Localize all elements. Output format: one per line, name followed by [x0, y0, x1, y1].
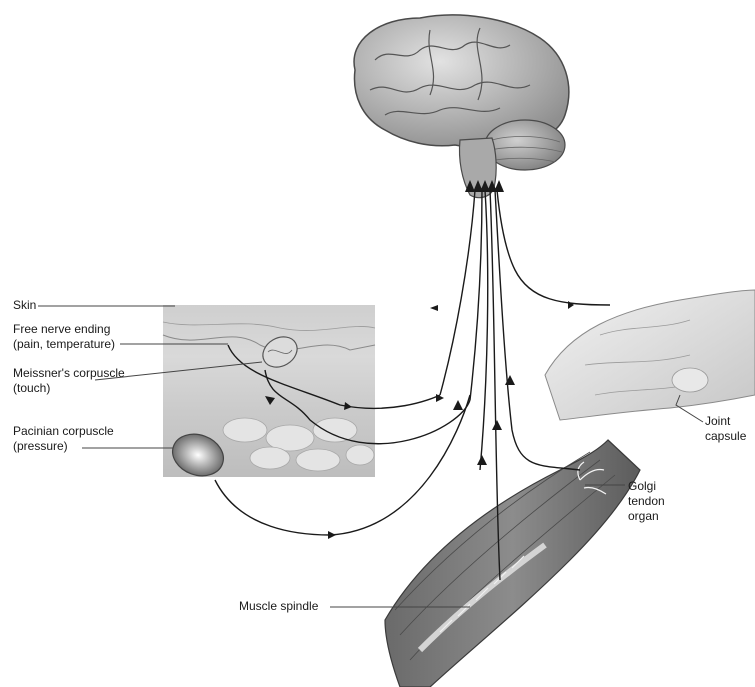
joint-illustration: [545, 290, 755, 420]
label-joint-line1: Joint: [705, 414, 746, 429]
label-golgi-line3: organ: [628, 509, 665, 524]
label-golgi-line2: tendon: [628, 494, 665, 509]
label-meissner-line2: (touch): [13, 381, 125, 396]
label-meissner-corpuscle: Meissner's corpuscle (touch): [13, 366, 125, 396]
label-joint-capsule: Joint capsule: [705, 414, 746, 444]
label-golgi-line1: Golgi: [628, 479, 665, 494]
label-meissner-line1: Meissner's corpuscle: [13, 366, 125, 381]
label-muscle-spindle: Muscle spindle: [239, 599, 318, 614]
label-skin: Skin: [13, 298, 36, 313]
label-muscle-spindle-text: Muscle spindle: [239, 599, 318, 614]
label-free-nerve-ending-line2: (pain, temperature): [13, 337, 115, 352]
label-free-nerve-ending-line1: Free nerve ending: [13, 322, 115, 337]
brain-illustration: [354, 15, 569, 198]
nerve-bundle-1: [440, 190, 475, 395]
label-pacinian-corpuscle: Pacinian corpuscle (pressure): [13, 424, 114, 454]
nerve-joint: [497, 190, 610, 305]
label-joint-line2: capsule: [705, 429, 746, 444]
label-golgi-tendon-organ: Golgi tendon organ: [628, 479, 665, 524]
label-pacinian-line2: (pressure): [13, 439, 114, 454]
muscle-illustration: [385, 440, 640, 687]
label-pacinian-line1: Pacinian corpuscle: [13, 424, 114, 439]
label-skin-text: Skin: [13, 298, 36, 313]
label-free-nerve-ending: Free nerve ending (pain, temperature): [13, 322, 115, 352]
nerve-golgi: [495, 190, 580, 470]
